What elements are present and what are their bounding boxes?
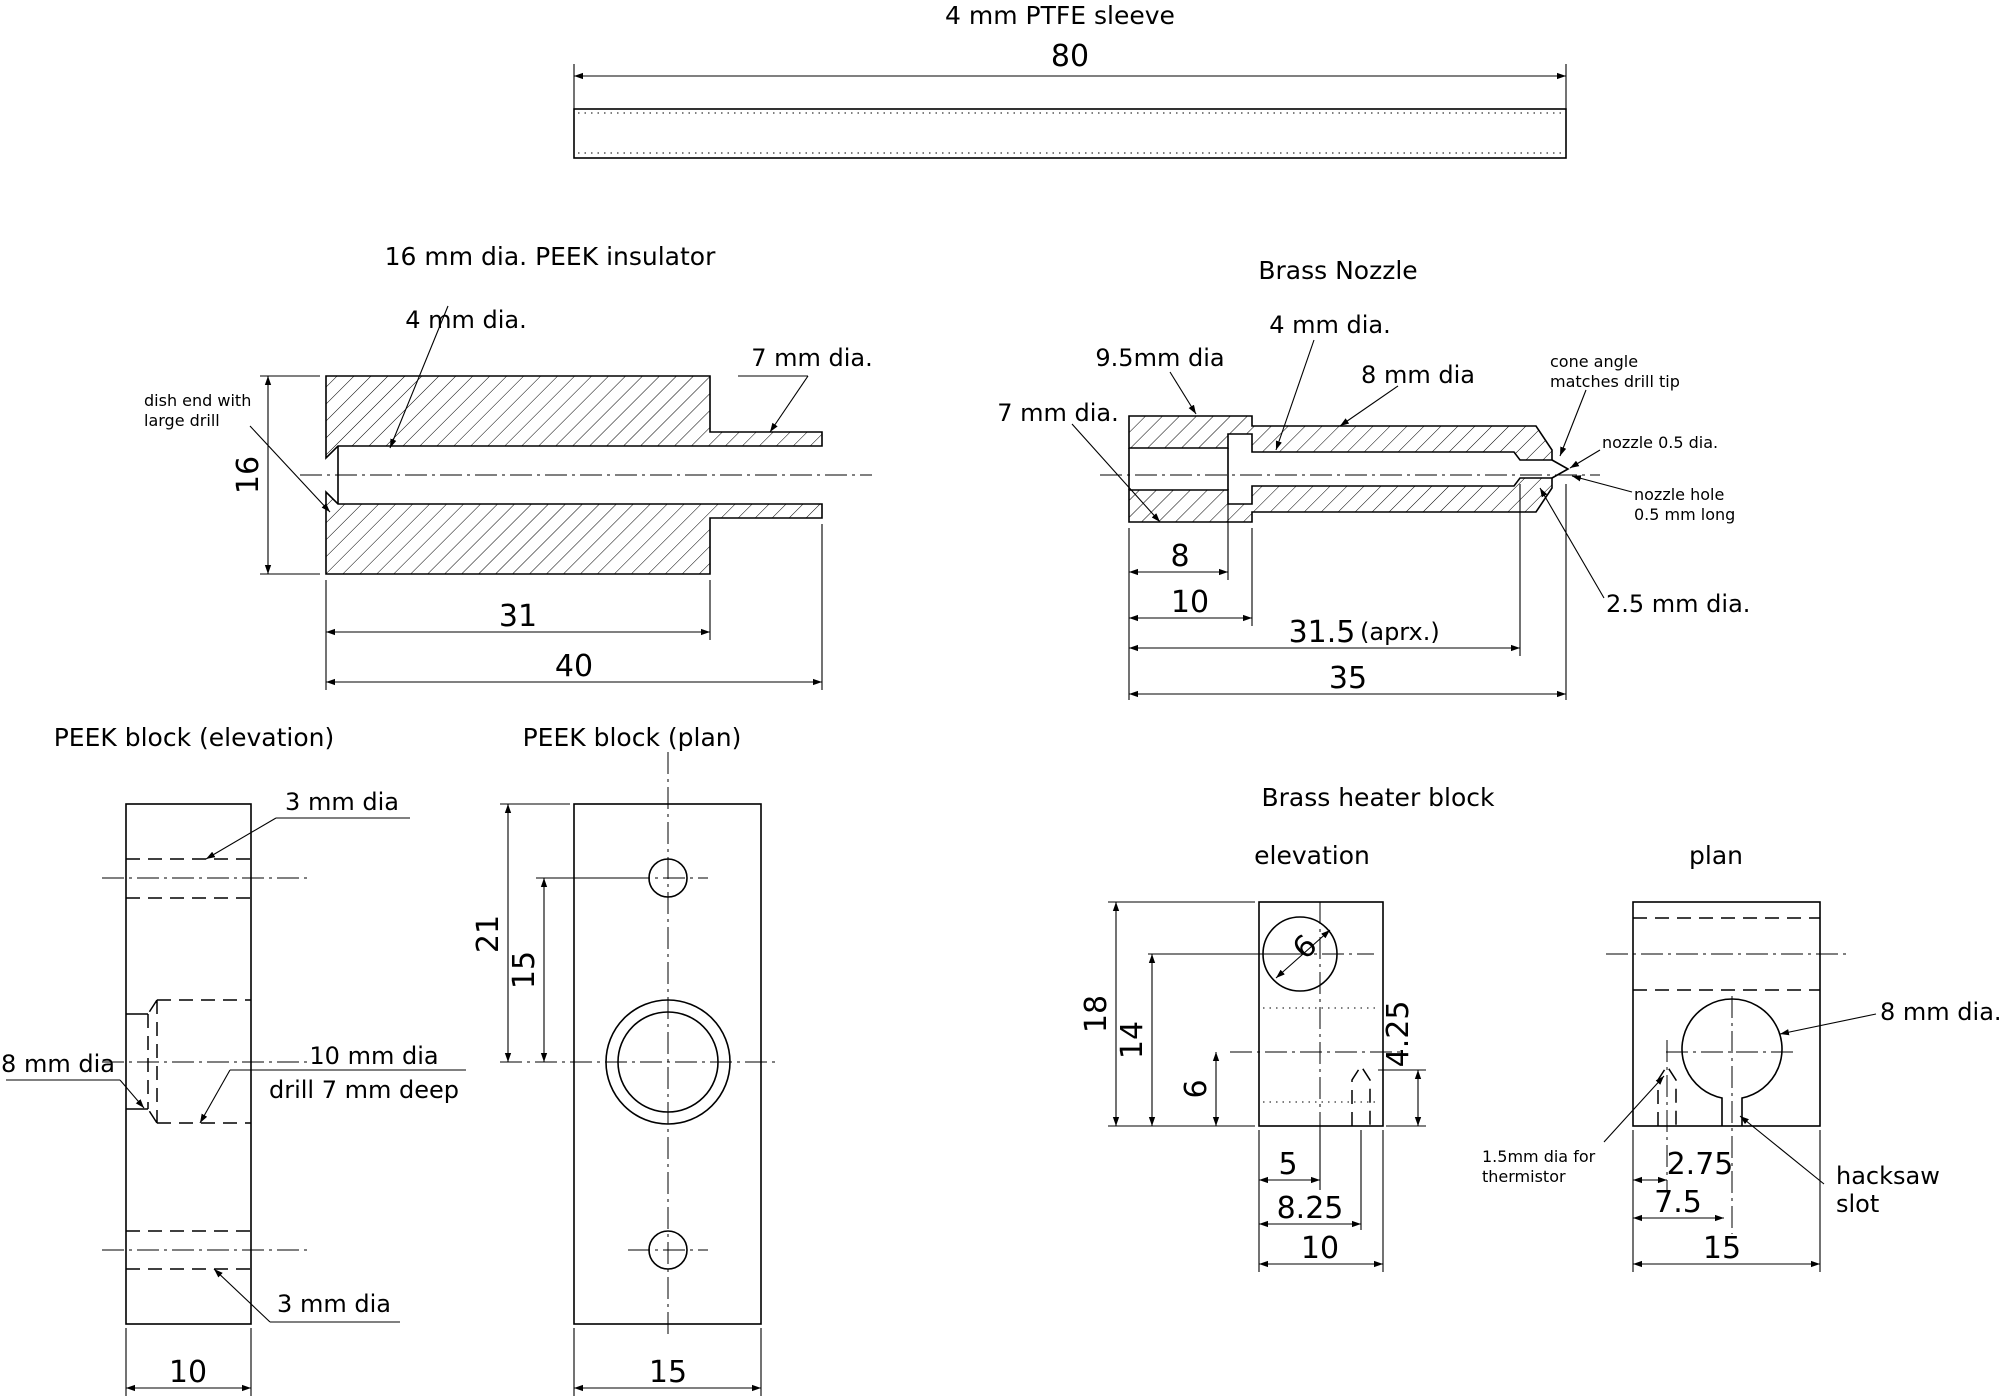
nozzle-315-note: (aprx.) xyxy=(1360,618,1440,646)
peek-plan-21-label: 21 xyxy=(471,915,506,953)
heater-elevation-outline xyxy=(1258,901,1384,1127)
heater-slot-label-1: hacksaw xyxy=(1836,1162,1940,1190)
heater-elevation-title: elevation xyxy=(1254,841,1370,870)
plan-thermistor-hole-hidden xyxy=(1657,1064,1677,1126)
nozzle-inlet-label: 7 mm dia. xyxy=(997,399,1119,427)
heater-therm-label-1: 1.5mm dia for xyxy=(1482,1147,1596,1166)
nozzle-315-label: 31.5 xyxy=(1289,615,1356,650)
peek-plan-15v-label: 15 xyxy=(507,951,542,989)
bore-leader xyxy=(389,305,449,449)
cone-leader xyxy=(1559,389,1587,457)
insulator-upper-section xyxy=(325,375,823,460)
peek-plan-title: PEEK block (plan) xyxy=(523,723,742,752)
body-leader xyxy=(1339,385,1399,427)
ptfe-sleeve-title: 4 mm PTFE sleeve xyxy=(945,1,1175,30)
insulator-dia-label: 16 xyxy=(231,456,266,494)
recess-leader xyxy=(119,1079,145,1109)
heater-hole-label: 6 xyxy=(1286,928,1324,966)
peek-block-plan-view: PEEK block (plan) 21 15 15 xyxy=(471,723,780,1396)
peek-plan-width-label: 15 xyxy=(649,1355,687,1390)
nozzle-bore-leader xyxy=(1275,339,1315,451)
thermistor-leader xyxy=(1603,1075,1665,1143)
nozzle-taper-label: 2.5 mm dia. xyxy=(1606,590,1750,618)
nozzle-cone-label-2: matches drill tip xyxy=(1550,372,1680,391)
peek-hole-top-label: 3 mm dia xyxy=(285,788,399,816)
nozzle-cone-label-1: cone angle xyxy=(1550,352,1638,371)
ptfe-sleeve-outline xyxy=(573,108,1567,159)
heater-therm-label-2: thermistor xyxy=(1482,1167,1566,1186)
heater-10-label: 10 xyxy=(1301,1231,1339,1266)
heater-5-label: 5 xyxy=(1278,1147,1297,1182)
inlet-leader xyxy=(1071,423,1161,523)
heater-plan-15-label: 15 xyxy=(1703,1231,1741,1266)
hole-leader xyxy=(1571,475,1633,493)
insulator-40-label: 40 xyxy=(555,649,593,684)
nozzle-title: Brass Nozzle xyxy=(1258,256,1417,285)
peek-block-elevation-view: PEEK block (elevation) 10 3 mm dia 3 mm … xyxy=(1,723,466,1396)
slot-leader xyxy=(1739,1115,1825,1185)
peek-bore-label-2: drill 7 mm deep xyxy=(269,1076,459,1104)
nozzle-35-label: 35 xyxy=(1329,661,1367,696)
peek-recess-label: 8 mm dia xyxy=(1,1050,115,1078)
heater-825-label: 8.25 xyxy=(1277,1191,1344,1226)
heater-425-label: 4.25 xyxy=(1381,1001,1416,1068)
plan-hole-leader xyxy=(1779,1013,1877,1036)
peek-elevation-outline xyxy=(125,803,252,1325)
nozzle-body-label: 8 mm dia xyxy=(1361,361,1475,389)
nozzle-8-label: 8 xyxy=(1170,539,1189,574)
dish-leader xyxy=(249,425,331,513)
heater-6-label: 6 xyxy=(1179,1079,1214,1098)
taper-leader xyxy=(1539,487,1605,599)
heater-title: Brass heater block xyxy=(1261,783,1495,812)
nozzle-counterbore-label: 9.5mm dia xyxy=(1095,344,1224,372)
tip-leader xyxy=(1569,449,1601,469)
bore-leader xyxy=(199,1069,231,1124)
ptfe-length-label: 80 xyxy=(1051,39,1089,74)
nozzle-hole-label-2: 0.5 mm long xyxy=(1634,505,1735,524)
peek-bore-hidden xyxy=(147,999,251,1124)
heater-plan-title: plan xyxy=(1689,841,1743,870)
insulator-lower-section xyxy=(325,490,823,575)
heater-275-label: 2.75 xyxy=(1667,1147,1734,1182)
peek-insulator-view: 16 mm dia. PEEK insulator 16 31 40 4 mm … xyxy=(144,242,873,690)
heater-slot-label-2: slot xyxy=(1836,1190,1879,1218)
heater-18-label: 18 xyxy=(1079,995,1114,1033)
nozzle-bore-label: 4 mm dia. xyxy=(1269,311,1391,339)
insulator-bore-label: 4 mm dia. xyxy=(405,306,527,334)
hole-bottom-leader xyxy=(213,1268,271,1323)
heater-14-label: 14 xyxy=(1115,1021,1150,1059)
ptfe-sleeve-view: 4 mm PTFE sleeve 80 xyxy=(573,1,1567,159)
insulator-dish-label-2: large drill xyxy=(144,411,220,430)
brass-heater-block-view: Brass heater block elevation plan 6 18 1… xyxy=(1079,783,2000,1272)
nozzle-tip-label: nozzle 0.5 dia. xyxy=(1602,433,1718,452)
peek-elev-width-label: 10 xyxy=(169,1355,207,1390)
peek-hole-bottom-label: 3 mm dia xyxy=(277,1290,391,1318)
nozzle-hole-label-1: nozzle hole xyxy=(1634,485,1724,504)
heater-75-label: 7.5 xyxy=(1654,1185,1702,1220)
peek-bore-label-1: 10 mm dia xyxy=(309,1042,438,1070)
recess-edge xyxy=(126,1013,148,1110)
heater-plan-hole-label: 8 mm dia. xyxy=(1880,998,2000,1026)
nozzle-upper-section xyxy=(1128,415,1553,461)
insulator-title: 16 mm dia. PEEK insulator xyxy=(385,242,716,271)
insulator-31-label: 31 xyxy=(499,599,537,634)
counterbore-leader xyxy=(1169,371,1197,415)
nozzle-bore-outline xyxy=(1128,448,1570,490)
hole-top-leader xyxy=(205,817,277,860)
thermistor-hole-hidden xyxy=(1351,1064,1371,1126)
insulator-dish-label-1: dish end with xyxy=(144,391,251,410)
nozzle-lower-section xyxy=(1128,477,1553,523)
peek-elevation-title: PEEK block (elevation) xyxy=(54,723,335,752)
brass-nozzle-view: Brass Nozzle 8 10 31.5 (aprx.) 35 4 mm d… xyxy=(997,256,1750,700)
insulator-stem-label: 7 mm dia. xyxy=(751,344,873,372)
stem-leader xyxy=(769,375,809,433)
heater-plan-outline xyxy=(1632,901,1821,1127)
nozzle-10-label: 10 xyxy=(1171,585,1209,620)
heater-hole-dimension xyxy=(1275,929,1331,979)
